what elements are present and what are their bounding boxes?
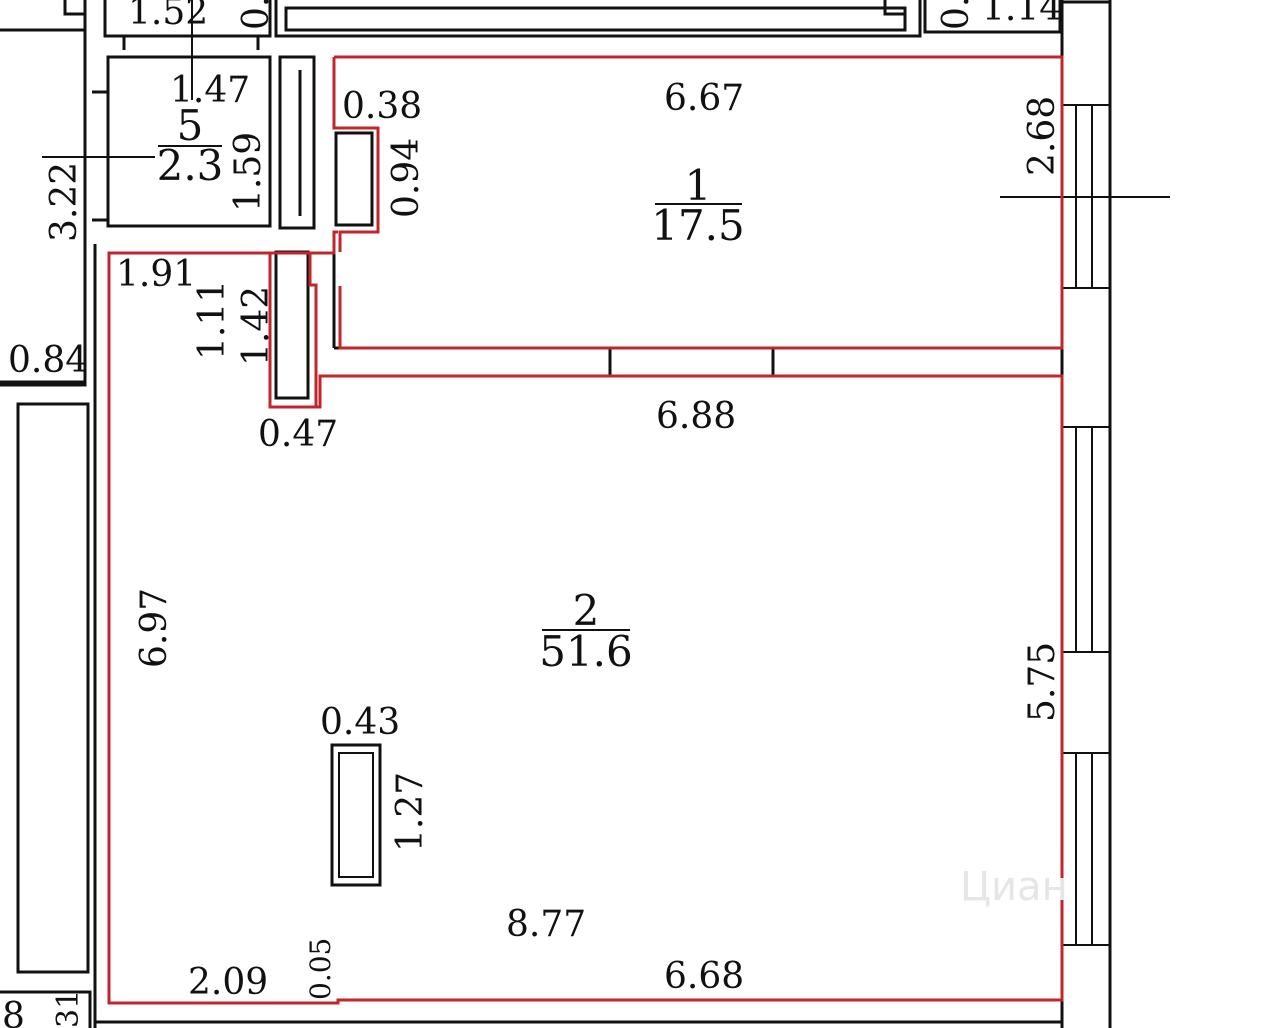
dim-8-77: 8.77 <box>506 904 586 945</box>
dim-0-3-top: 0.3 <box>236 0 277 30</box>
dim-0-43: 0.43 <box>320 702 400 743</box>
dim-0-05: 0.05 <box>304 938 337 1000</box>
dim-0-47: 0.47 <box>258 414 338 455</box>
dim-1-27: 1.27 <box>390 772 431 852</box>
dim-1-52: 1.52 <box>128 0 208 33</box>
dimension-labels: 1.52 0.3 0.3 1.14 1.47 1.59 3.22 0.38 0.… <box>2 0 1063 1028</box>
dim-1-11: 1.11 <box>192 280 233 360</box>
room-label-1: 1 17.5 <box>651 161 745 250</box>
watermark: Циан <box>960 864 1068 910</box>
dim-6-97: 6.97 <box>134 588 175 668</box>
dim-0-3-top-right: 0.3 <box>936 0 977 30</box>
dim-1-42: 1.42 <box>236 286 277 366</box>
dim-3-22: 3.22 <box>44 162 85 242</box>
dim-2-68: 2.68 <box>1022 96 1063 176</box>
dim-1-47: 1.47 <box>170 70 250 111</box>
room-1-outline <box>332 55 1064 350</box>
dim-31-bottom: 31 <box>51 990 86 1028</box>
room-2-outline <box>107 251 1064 1005</box>
dim-1-59: 1.59 <box>228 132 269 212</box>
dim-0-94: 0.94 <box>386 138 427 218</box>
dim-6-67: 6.67 <box>664 78 744 119</box>
room-2-area: 51.6 <box>539 627 633 676</box>
dim-1-14: 1.14 <box>982 0 1062 29</box>
dim-5-75: 5.75 <box>1022 642 1063 722</box>
room-label-2: 2 51.6 <box>539 586 633 676</box>
dim-0-84: 0.84 <box>8 340 88 381</box>
room-1-area: 17.5 <box>651 201 745 250</box>
room-5-area: 2.3 <box>157 141 224 190</box>
dim-8-bottom: 8 <box>2 996 25 1028</box>
room-5-number: 5 <box>177 101 204 150</box>
dim-0-38: 0.38 <box>342 86 422 127</box>
dim-2-09: 2.09 <box>188 962 268 1003</box>
room-outlines <box>107 55 1064 1005</box>
dim-6-68: 6.68 <box>664 956 744 997</box>
dim-1-91: 1.91 <box>116 254 196 295</box>
room-1-number: 1 <box>685 161 712 210</box>
room-2-number: 2 <box>573 586 600 635</box>
room-label-5: 5 2.3 <box>157 101 224 190</box>
dim-6-88: 6.88 <box>656 396 736 437</box>
